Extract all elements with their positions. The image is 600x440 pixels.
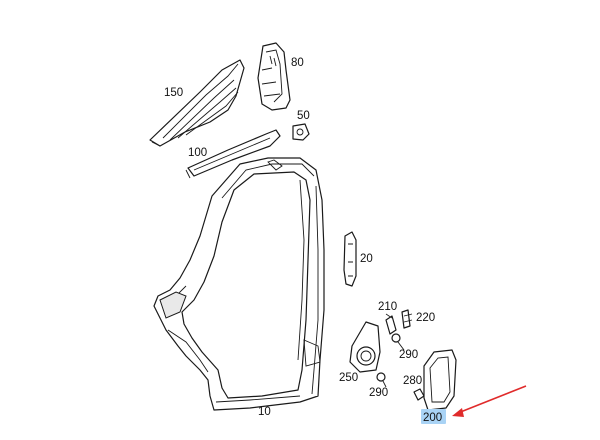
part-150-trim-panel[interactable] <box>149 59 245 147</box>
callout-50[interactable]: 50 <box>297 110 310 122</box>
part-50-clip[interactable] <box>292 123 310 141</box>
part-100-trim-strip[interactable] <box>185 129 281 179</box>
callout-100[interactable]: 100 <box>188 147 207 159</box>
part-20-hinge-bracket[interactable] <box>343 231 357 287</box>
part-250-filler-housing[interactable] <box>349 321 381 373</box>
callout-150[interactable]: 150 <box>164 87 183 99</box>
callout-10[interactable]: 10 <box>258 406 271 418</box>
red-arrow-icon <box>452 385 527 417</box>
part-220-clamp[interactable] <box>401 309 413 329</box>
callout-210[interactable]: 210 <box>378 301 397 313</box>
callout-80[interactable]: 80 <box>291 57 304 69</box>
callout-20[interactable]: 20 <box>360 253 373 265</box>
callout-290-upper[interactable]: 290 <box>399 349 418 361</box>
callout-250[interactable]: 250 <box>339 372 358 384</box>
part-280-cap[interactable] <box>413 388 425 401</box>
callout-280[interactable]: 280 <box>403 375 422 387</box>
callout-220[interactable]: 220 <box>416 312 435 324</box>
callout-290-lower[interactable]: 290 <box>369 387 388 399</box>
part-200-filler-flap[interactable] <box>423 349 457 411</box>
callout-200[interactable]: 200 <box>423 412 442 424</box>
part-80-pillar-bracket[interactable] <box>257 42 291 111</box>
part-290-screw-lower[interactable] <box>376 372 387 388</box>
part-210-bolt[interactable] <box>385 313 397 335</box>
part-10-door-frame[interactable] <box>153 157 325 411</box>
callout-200-highlight <box>421 409 446 424</box>
part-290-screw-upper[interactable] <box>391 333 405 351</box>
